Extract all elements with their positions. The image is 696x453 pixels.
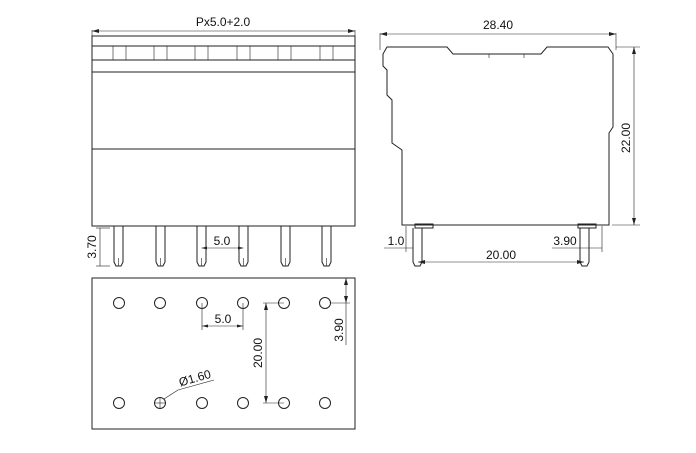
front-pins <box>113 226 332 267</box>
side-length-dim: 28.40 <box>483 18 513 32</box>
side-height-dim: 22.00 <box>619 123 633 153</box>
side-pin-offset-right-dim: 3.90 <box>553 234 577 248</box>
side-pin-right <box>579 228 590 267</box>
top-notches <box>112 45 334 61</box>
side-pin-span-dim: 20.00 <box>486 248 516 262</box>
pcb-layout: 5.0 20.00 3.90 Ø1.60 <box>91 277 356 430</box>
side-body <box>382 46 614 226</box>
side-pin-offset-dim: 1.0 <box>388 234 405 248</box>
front-pitch-dim: 5.0 <box>214 234 231 248</box>
pcb-outline <box>91 277 356 430</box>
side-pin-left <box>412 228 423 267</box>
pin-length-dim: 3.70 <box>85 235 99 259</box>
pcb-row-spacing-dim: 20.00 <box>251 338 265 368</box>
pcb-hole-diameter-dim: Ø1.60 <box>177 367 213 390</box>
pcb-edge-offset-dim: 3.90 <box>332 318 346 342</box>
front-view: Px5.0+2.0 <box>85 15 356 267</box>
front-width-dim: Px5.0+2.0 <box>196 15 251 29</box>
header-body <box>91 35 356 227</box>
pcb-pitch-dim: 5.0 <box>215 312 232 326</box>
side-view: 28.40 22.00 1.0 20.00 3.90 <box>379 18 640 267</box>
